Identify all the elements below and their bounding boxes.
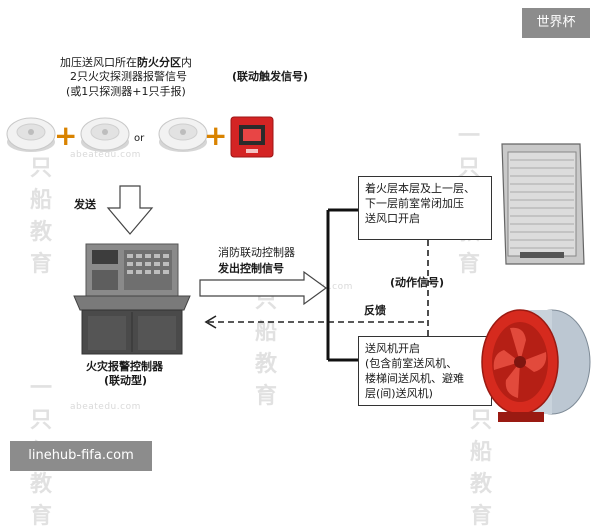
manual-alarm-icon: [230, 116, 274, 158]
down-arrow-icon: [106, 186, 154, 236]
trigger-line2: 2只火灾探测器报警信号: [70, 70, 187, 84]
trigger-line1: 加压送风口所在防火分区内: [60, 56, 192, 70]
action-signal-label: (动作信号): [390, 276, 444, 290]
controller-line2: (联动型): [104, 374, 147, 388]
output-line1: 消防联动控制器: [218, 246, 295, 260]
smoke-detector-icon: [80, 112, 130, 156]
vent-open-box: 着火层本层及上一层、 下一层前室常闭加压 送风口开启: [358, 176, 492, 240]
output-arrow-icon: [200, 270, 330, 310]
linkage-trigger-label: (联动触发信号): [232, 70, 308, 84]
air-vent-icon: [500, 140, 586, 270]
send-label: 发送: [74, 198, 96, 212]
site-url-badge[interactable]: linehub-fifa.com: [10, 441, 152, 471]
or-label: or: [134, 132, 144, 146]
action-signal-line: [422, 240, 434, 340]
axial-fan-icon: [480, 300, 592, 428]
controller-line1: 火灾报警控制器: [86, 360, 163, 374]
fan-start-box: 送风机开启 (包含前室送风机、 楼梯间送风机、避难 层(间)送风机): [358, 336, 492, 406]
top-right-badge[interactable]: 世界杯: [522, 8, 590, 38]
smoke-detector-icon: [6, 112, 56, 156]
fire-alarm-controller-icon: [72, 240, 192, 358]
plus-icon: +: [204, 122, 227, 150]
plus-icon: +: [54, 122, 77, 150]
feedback-arrow: [200, 312, 430, 332]
smoke-detector-icon: [158, 112, 208, 156]
trigger-line3: (或1只探测器+1只手报): [66, 85, 186, 99]
watermark-sub: abeatedu.com: [70, 402, 141, 412]
